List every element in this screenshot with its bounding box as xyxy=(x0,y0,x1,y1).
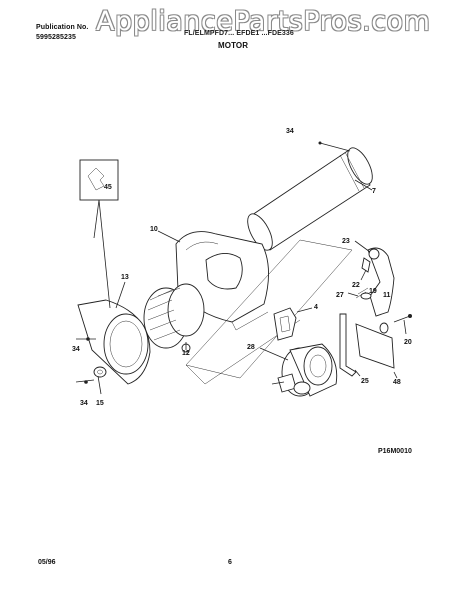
callout-13: 13 xyxy=(121,274,129,281)
section-title: MOTOR xyxy=(218,41,249,50)
callout-48: 48 xyxy=(393,379,401,386)
callout-12: 12 xyxy=(182,350,190,357)
callout-4: 4 xyxy=(314,304,318,311)
callout-25: 25 xyxy=(361,378,369,385)
diagram-code: P16M0010 xyxy=(378,448,412,455)
blower-wheel-part xyxy=(143,283,205,353)
inset-box-part-45 xyxy=(79,159,119,309)
watermark: AppliancePartsPros.com xyxy=(96,6,431,37)
footer-date: 05/96 xyxy=(38,559,56,566)
callout-10: 10 xyxy=(150,226,158,233)
leader-line xyxy=(115,281,126,309)
leader-line xyxy=(354,240,371,253)
page-number: 6 xyxy=(228,559,232,566)
callout-23: 23 xyxy=(342,238,350,245)
motor-mount-part xyxy=(339,313,395,377)
screw-20 xyxy=(393,315,411,323)
leader-line xyxy=(354,369,361,377)
leader-line xyxy=(403,319,407,335)
leader-line xyxy=(354,179,373,191)
exhaust-duct-part xyxy=(247,147,373,251)
leader-line xyxy=(360,269,367,281)
callout-45: 45 xyxy=(104,184,112,191)
callout-22: 22 xyxy=(352,282,360,289)
publication-number: 5995285235 xyxy=(36,34,76,41)
callout-27: 27 xyxy=(336,292,344,299)
screw-shaft xyxy=(75,379,95,383)
callout-34-bottom: 34 xyxy=(80,400,88,407)
leader-line xyxy=(259,347,289,361)
publication-label: Publication No. xyxy=(36,24,89,31)
callout-7: 7 xyxy=(372,188,376,195)
callout-34-top: 34 xyxy=(286,128,294,135)
screw-20-head xyxy=(408,314,412,318)
callout-15: 15 xyxy=(96,400,104,407)
screw-34-top xyxy=(318,141,322,145)
leader-line xyxy=(97,375,102,395)
leader-line xyxy=(393,371,398,379)
leader-line xyxy=(157,230,181,243)
callout-34-left: 34 xyxy=(72,346,80,353)
idler-assembly-part xyxy=(355,247,395,334)
leader-line xyxy=(347,292,359,297)
leader-line xyxy=(319,142,351,152)
motor-part-28 xyxy=(271,343,338,397)
clip-part-4 xyxy=(273,307,297,341)
model-line: FL/ELMPFD7... EFDE1 ...FDE336 xyxy=(184,30,294,37)
nut-part-15 xyxy=(93,366,107,378)
front-panel-part xyxy=(77,299,151,385)
mounting-plane xyxy=(185,239,353,379)
callout-11: 11 xyxy=(383,292,391,299)
callout-19: 19 xyxy=(369,288,377,295)
callout-20: 20 xyxy=(404,339,412,346)
leader-line xyxy=(296,307,313,313)
callout-28: 28 xyxy=(247,344,255,351)
